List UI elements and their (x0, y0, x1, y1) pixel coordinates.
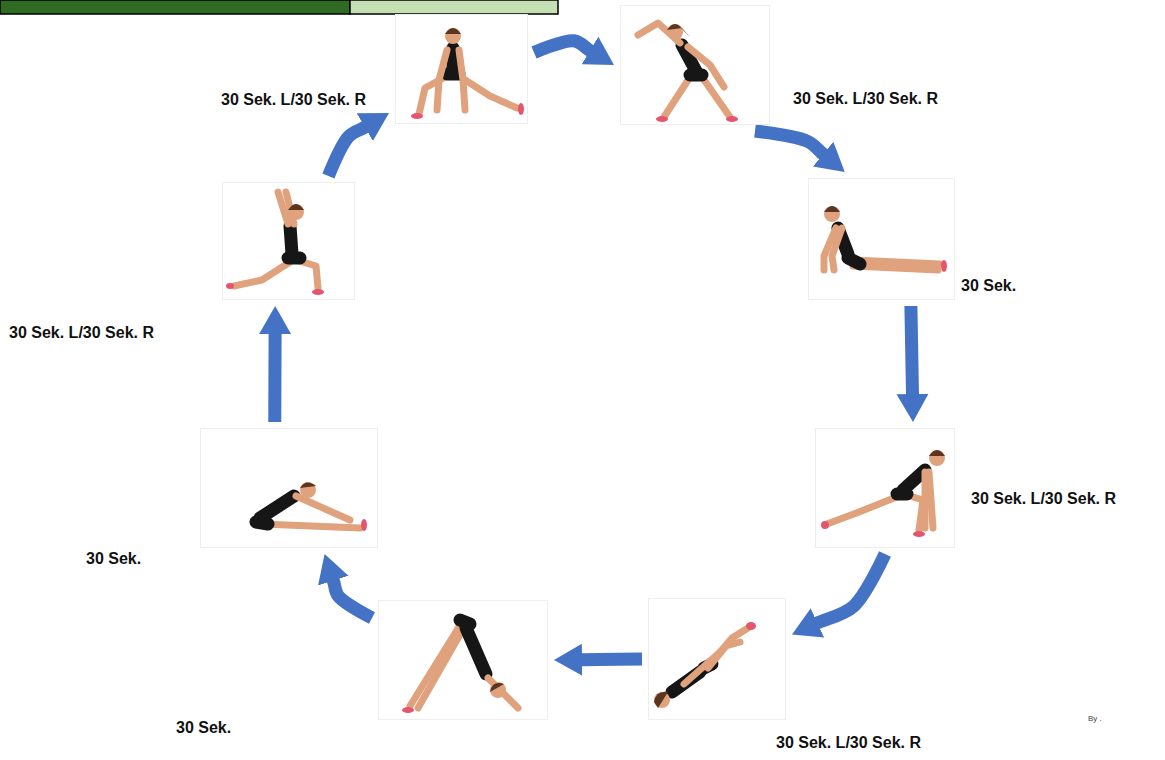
exercise-photo: 30 Sek. L/30 Sek. R (395, 14, 528, 124)
exercise-photo: 30 Sek. (808, 178, 955, 300)
exercise-photo: 30 Sek. L/30 Sek. R (620, 5, 770, 125)
exercise-photo: 30 Sek. (200, 428, 378, 548)
duration-label: 30 Sek. (86, 549, 141, 568)
flow-arrow (328, 124, 370, 176)
exercise-figure (256, 482, 367, 531)
credit-note: By . (1088, 714, 1102, 724)
flow-arrow (331, 575, 372, 618)
exercise-photo: 30 Sek. (378, 600, 548, 720)
exercise-figure (654, 622, 756, 708)
exercise-figure (824, 206, 947, 272)
duration-label: 30 Sek. (176, 718, 231, 737)
duration-label: 30 Sek. L/30 Sek. R (793, 89, 938, 108)
exercise-figure (411, 28, 524, 119)
flow-arrow (534, 41, 595, 54)
exercise-photo: 30 Sek. L/30 Sek. R (648, 598, 786, 720)
exercise-figure (821, 450, 945, 537)
exercise-figure (226, 192, 324, 295)
flow-arrow (576, 653, 642, 667)
exercise-photo: 30 Sek. L/30 Sek. R (815, 428, 955, 548)
flow-arrow (911, 306, 913, 400)
duration-label: 30 Sek. L/30 Sek. R (9, 323, 154, 342)
flow-arrow (268, 328, 281, 422)
duration-label: 30 Sek. L/30 Sek. R (776, 733, 921, 752)
duration-label: 30 Sek. (961, 276, 1016, 295)
exercise-figure (402, 620, 518, 713)
duration-label: 30 Sek. L/30 Sek. R (971, 489, 1116, 508)
flow-arrow (812, 554, 885, 625)
table-fragment (0, 0, 558, 14)
exercise-photo: 30 Sek. L/30 Sek. R (222, 182, 355, 300)
flow-arrow (755, 131, 828, 158)
duration-label: 30 Sek. L/30 Sek. R (221, 90, 366, 109)
exercise-figure (638, 23, 738, 122)
